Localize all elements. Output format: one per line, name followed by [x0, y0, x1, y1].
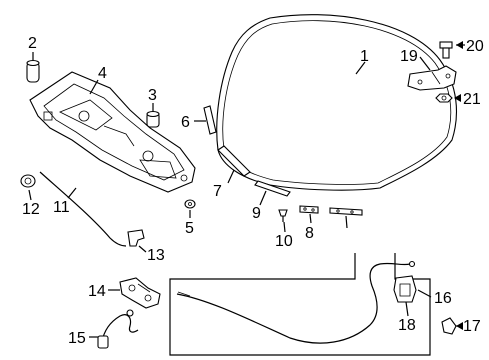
rubber-stop-part [146, 110, 160, 128]
grommet-part [20, 174, 36, 188]
callout-3: 3 [148, 87, 157, 104]
seal-strip-left [203, 105, 217, 135]
callout-7: 7 [213, 183, 222, 200]
callout-15: 15 [68, 330, 86, 347]
clip-17 [441, 317, 457, 335]
callout-12: 12 [22, 201, 40, 218]
nut-part [435, 93, 453, 103]
callout-13: 13 [147, 247, 165, 264]
callout-4: 4 [98, 65, 107, 82]
bolt-part [439, 41, 453, 59]
hood-latch [119, 277, 161, 309]
callout-17: 17 [463, 318, 481, 335]
callout-16: 16 [434, 290, 452, 307]
callout-5: 5 [185, 220, 194, 237]
callout-14: 14 [88, 283, 106, 300]
callout-6-left: 6 [181, 114, 190, 131]
callout-19: 19 [400, 48, 418, 65]
prop-rod-clip [127, 229, 145, 247]
latch-cable-15 [97, 309, 139, 349]
callout-18: 18 [398, 317, 416, 334]
callout-1: 1 [360, 48, 369, 65]
callout-21: 21 [463, 91, 481, 108]
washer-part [184, 199, 196, 209]
clip-part [278, 209, 288, 222]
leader-lines [28, 44, 465, 338]
cable-assembly-box [169, 253, 431, 356]
release-handle [393, 275, 417, 303]
bracket-8 [299, 205, 319, 214]
hood-panel [216, 14, 457, 191]
prop-rod [39, 171, 127, 247]
seal-strip-9 [254, 180, 291, 197]
bracket-6-right [329, 207, 363, 216]
hood-bumper-part [26, 59, 40, 83]
callout-8: 8 [305, 225, 314, 242]
release-cable [176, 260, 416, 344]
callout-20: 20 [466, 38, 484, 55]
hood-inner-panel [29, 71, 196, 193]
hood-hinge [407, 65, 457, 91]
callout-2: 2 [28, 35, 37, 52]
callout-11: 11 [53, 199, 70, 216]
seal-strip-7 [217, 145, 251, 177]
callout-10: 10 [275, 233, 293, 250]
arrowheads [454, 41, 463, 330]
callout-9: 9 [252, 205, 261, 222]
